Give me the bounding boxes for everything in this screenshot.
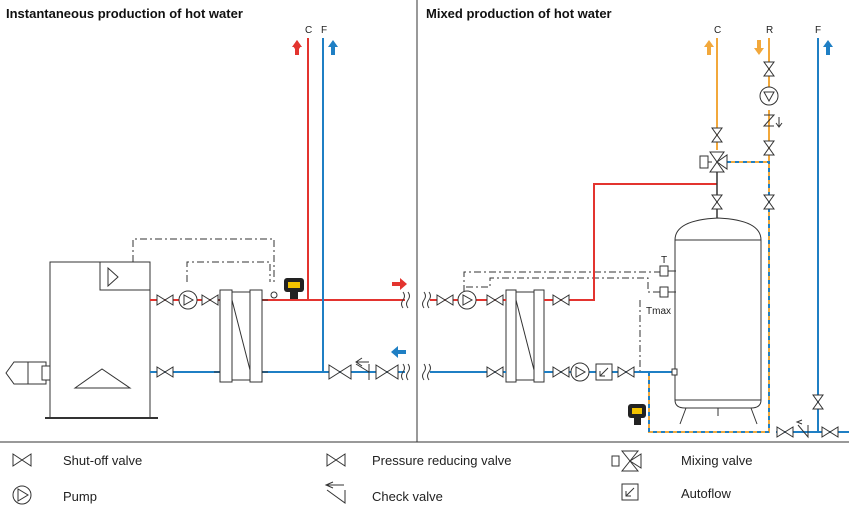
legend-pump-icon xyxy=(12,485,32,505)
arrow-cold-left xyxy=(328,40,338,55)
label-hot-left: C xyxy=(305,25,312,36)
control-lines-right xyxy=(463,271,660,372)
autoflow-device-left xyxy=(284,278,304,299)
legend-prv-icon xyxy=(326,453,346,467)
prv-left-2 xyxy=(375,364,399,380)
shutoff-valve-right-3 xyxy=(552,294,570,306)
recirc-check-valve xyxy=(762,114,783,128)
shutoff-valve-right-v2 xyxy=(711,194,723,210)
pump-right-2 xyxy=(570,362,590,382)
shutoff-valve-left-2 xyxy=(201,294,219,306)
arrow-recirc-right xyxy=(754,40,764,55)
control-lines-left xyxy=(132,238,275,282)
autoflow-right xyxy=(595,363,613,381)
tank-probe xyxy=(671,368,678,376)
prv-left xyxy=(328,364,352,380)
autoflow-device-right xyxy=(628,404,646,425)
left-panel-title: Instantaneous production of hot water xyxy=(6,6,243,21)
recirc-pipe-right xyxy=(648,161,770,433)
bottom-valves-right xyxy=(776,419,839,439)
pump-right-1 xyxy=(457,290,477,310)
cold-pipe-left xyxy=(150,38,405,373)
legend-shutoff-label: Shut-off valve xyxy=(63,453,143,468)
panel-dividers xyxy=(0,0,849,443)
legend-autoflow-label: Autoflow xyxy=(681,486,731,501)
arrow-hot-left xyxy=(292,40,302,55)
label-hot-right: C xyxy=(714,25,721,36)
label-tmax: Tmax xyxy=(646,306,671,317)
shutoff-valve-right-2 xyxy=(486,294,504,306)
legend-check-label: Check valve xyxy=(372,489,443,504)
shutoff-valve-right-4 xyxy=(486,366,504,378)
shutoff-valve-right-v6 xyxy=(812,394,824,410)
check-valve-left xyxy=(355,357,370,380)
sensor-left xyxy=(270,291,278,299)
legend-prv-label: Pressure reducing valve xyxy=(372,453,512,468)
shutoff-valve-right-v4 xyxy=(763,140,775,156)
arrow-cold-right xyxy=(823,40,833,55)
legend-mixing-label: Mixing valve xyxy=(681,453,753,468)
pump-left xyxy=(178,290,198,310)
legend-check-icon xyxy=(324,481,346,504)
legend-pump-label: Pump xyxy=(63,489,97,504)
shutoff-valve-right-5 xyxy=(552,366,570,378)
recirc-pump xyxy=(759,86,779,106)
label-t: T xyxy=(661,255,667,266)
shutoff-valve-right-6 xyxy=(617,366,635,378)
arrow-hot-right xyxy=(704,40,714,55)
shutoff-valve-right-v1 xyxy=(711,127,723,143)
shutoff-valve-right-v3 xyxy=(763,61,775,77)
heat-exchanger-left xyxy=(214,289,268,383)
legend-mixing-icon xyxy=(611,450,642,472)
right-panel-title: Mixed production of hot water xyxy=(426,6,612,21)
mixed-pipe-right xyxy=(716,38,770,165)
pipe-break-right xyxy=(422,291,431,381)
legend-autoflow-icon xyxy=(621,483,639,501)
label-cold-right: F xyxy=(815,25,821,36)
shutoff-valve-left-3 xyxy=(156,366,174,378)
heat-exchanger-right xyxy=(505,289,545,383)
hot-pipe-right xyxy=(430,183,717,301)
thermostat-tmax xyxy=(659,286,676,298)
shutoff-valve-left-1 xyxy=(156,294,174,306)
mixing-valve xyxy=(699,151,728,173)
arrow-hot-out-left xyxy=(392,278,407,290)
arrow-cold-in-left xyxy=(391,346,406,358)
shutoff-valve-right-v5 xyxy=(763,194,775,210)
storage-tank xyxy=(674,217,762,425)
hot-pipe-left xyxy=(150,38,405,301)
pipe-break-left xyxy=(401,291,410,381)
thermostat-t xyxy=(659,265,676,277)
legend-shutoff-icon xyxy=(12,453,32,467)
label-recirc-right: R xyxy=(766,25,773,36)
boiler xyxy=(5,261,158,419)
shutoff-valve-right-1 xyxy=(436,294,454,306)
label-cold-left: F xyxy=(321,25,327,36)
